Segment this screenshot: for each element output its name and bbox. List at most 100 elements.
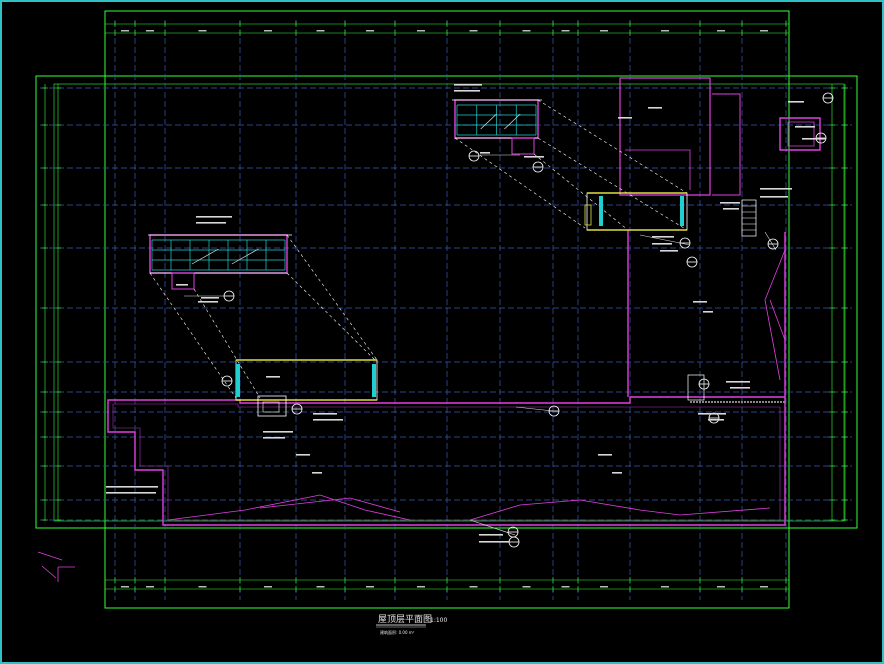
dimension-value-mark [600,586,608,588]
dimension-value-mark [661,30,669,32]
annotation-text-block [201,297,219,299]
glazing-slope-mark [191,248,219,265]
detail-callout-bubbles [221,92,834,548]
lower-roof-inner-line [112,403,781,521]
dimension-value-mark [717,586,725,588]
annotation-text-block [726,381,750,383]
dimension-value-mark [264,30,272,32]
annotation-text-block [693,301,707,303]
outer-dimension-frames [35,10,858,609]
annotation-text-block [313,413,337,415]
annotation-text-block [703,311,713,313]
dimension-chains [42,21,848,592]
annotation-text-block [312,472,322,474]
right-core-box [712,93,741,196]
dimension-value-mark [469,30,478,32]
glazing-slope-mark [231,248,259,265]
drawing-title: 屋顶层平面图 [378,614,432,625]
dimension-value-mark [366,30,374,32]
dimension-value-mark [146,30,154,32]
dimension-value-mark [469,586,478,588]
dimension-value-mark [146,586,154,588]
dimension-value-mark [198,586,207,588]
dimension-value-mark [121,586,129,588]
roof-outline [107,77,821,526]
annotation-text-block [454,84,482,86]
annotation-text-block [708,419,724,421]
annotation-notes [106,84,826,543]
annotation-text-block [480,152,490,154]
dimension-value-mark [264,586,272,588]
annotation-text-block [454,90,480,92]
annotation-text-block [176,284,188,286]
small-box-top [787,121,815,147]
glazing-slope-mark [480,113,497,130]
annotation-text-block [612,472,622,474]
annotation-text-block [648,107,662,109]
annotation-text-block [802,138,826,140]
right-hips [764,249,786,381]
dimension-value-mark [561,586,570,588]
annotation-text-block [652,243,672,245]
annotation-text-block [479,534,503,536]
annotation-text-block [598,454,612,456]
annotation-text-block [263,437,285,439]
annotation-text-block [198,301,218,303]
right-stair-tower [619,77,711,196]
dimension-value-mark [198,30,207,32]
structural-grid [40,20,852,600]
dimension-value-mark [417,30,425,32]
dimension-value-mark [561,30,570,32]
annotation-text-block [660,250,678,252]
dimension-value-mark [522,586,531,588]
dimension-value-mark [760,30,768,32]
dimension-value-mark [366,586,374,588]
dimension-value-mark [717,30,725,32]
annotation-text-block [524,156,544,158]
upper-skylight-box [584,192,785,403]
annotation-text-block [106,486,158,488]
annotation-text-block [266,376,280,378]
lower-skylight-box [235,359,378,417]
annotation-text-block [760,188,792,190]
dimension-value-mark [316,30,325,32]
leader-lines [184,154,777,536]
annotation-text-block [723,208,739,210]
annotation-text-block [263,431,293,433]
machine-room-box [779,117,821,151]
title-block: 屋顶层平面图 1:100 建筑面积: 0.00 m² [376,614,447,635]
right-skylight-detail [452,99,542,155]
projection-lines [149,99,688,399]
annotation-text-block [479,541,509,543]
left-skylight-detail [148,234,292,290]
annotation-text-block [652,236,674,238]
dimension-value-mark [522,30,531,32]
dimension-value-mark [316,586,325,588]
dimension-value-mark [600,30,608,32]
lower-roof-hips [167,494,771,521]
annotation-text-block [698,413,726,415]
dimension-value-mark [417,586,425,588]
lower-roof-outline [107,396,786,526]
drawing-subtitle: 建筑面积: 0.00 m² [380,629,415,635]
annotation-text-block [760,196,788,198]
annotation-text-block [296,454,310,456]
dimension-value-mark [661,586,669,588]
annotation-text-block [106,492,156,494]
drawing-scale: 1:100 [430,617,447,624]
annotation-text-block [196,222,226,224]
annotation-text-block [720,202,740,204]
annotation-text-block [795,126,815,128]
annotation-text-block [313,419,343,421]
axis-indicator-icon [37,551,75,582]
annotation-text-block [618,117,632,119]
annotation-text-block [730,387,750,389]
glazing-slope-mark [504,113,521,130]
dimension-value-mark [760,586,768,588]
right-stair-inner [625,149,691,190]
dimension-value-mark [121,30,129,32]
annotation-text-block [788,101,804,103]
annotation-text-block [196,216,232,218]
